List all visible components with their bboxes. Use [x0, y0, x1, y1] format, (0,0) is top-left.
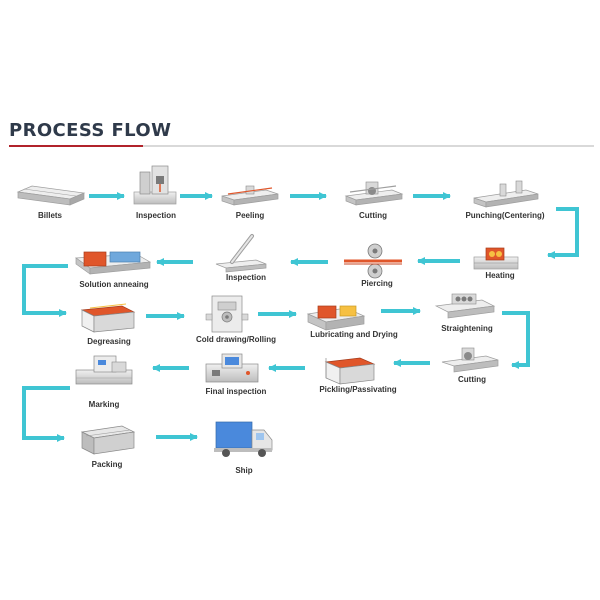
- punching-machine-icon: [473, 180, 539, 208]
- step-label-cutting-2: Cutting: [458, 375, 486, 384]
- flow-arrows: [22, 192, 579, 442]
- degreasing-tank-icon: [80, 303, 136, 333]
- step-label-peeling: Peeling: [235, 211, 265, 220]
- straightening-machine-icon: [434, 293, 496, 319]
- packing-bundle-icon: [80, 425, 136, 455]
- flow-arrow: [502, 311, 530, 369]
- flow-arrow: [547, 207, 579, 259]
- step-label-solution-annealing: Solution anneaing: [79, 280, 149, 289]
- step-label-punching: Punching(Centering): [465, 211, 545, 220]
- lubricating-tank-icon: [306, 305, 366, 331]
- cutting-machine-icon: [344, 181, 404, 206]
- step-label-piercing: Piercing: [361, 279, 393, 288]
- flow-arrow: [22, 386, 70, 442]
- cold-drawing-machine-icon: [205, 295, 249, 333]
- final-inspection-console-icon: [205, 353, 259, 383]
- step-label-ship: Ship: [235, 466, 253, 475]
- step-label-pickling: Pickling/Passivating: [319, 385, 397, 394]
- pickling-tank-icon: [324, 357, 376, 385]
- truck-icon: [214, 421, 273, 457]
- step-label-heating: Heating: [485, 271, 515, 280]
- heating-furnace-icon: [473, 247, 519, 270]
- step-label-inspection: Inspection: [135, 211, 177, 220]
- inspection-machine-icon: [133, 165, 177, 205]
- step-label-final-inspection: Final inspection: [205, 387, 267, 396]
- step-label-inspection-2: Inspection: [225, 273, 267, 282]
- step-label-marking: Marking: [88, 400, 120, 409]
- inspection-probe-icon: [215, 234, 267, 273]
- step-label-cutting: Cutting: [359, 211, 387, 220]
- step-label-straightening: Straightening: [441, 324, 493, 333]
- step-label-degreasing: Degreasing: [87, 337, 131, 346]
- title-underline-accent: [9, 145, 143, 147]
- title-underline: [9, 145, 594, 147]
- cutting-saw-icon: [441, 347, 499, 373]
- flow-arrow: [22, 264, 68, 317]
- step-label-cold-drawing: Cold drawing/Rolling: [196, 335, 276, 344]
- step-label-packing: Packing: [91, 460, 123, 469]
- annealing-furnace-icon: [75, 251, 152, 275]
- step-label-lubricating: Lubricating and Drying: [310, 330, 398, 339]
- marking-machine-icon: [75, 355, 133, 385]
- billets-icon: [16, 185, 86, 206]
- peeling-machine-icon: [221, 185, 279, 206]
- piercing-rolls-icon: [344, 243, 402, 279]
- step-label-billets: Billets: [37, 211, 63, 220]
- page-title: PROCESS FLOW: [9, 120, 172, 141]
